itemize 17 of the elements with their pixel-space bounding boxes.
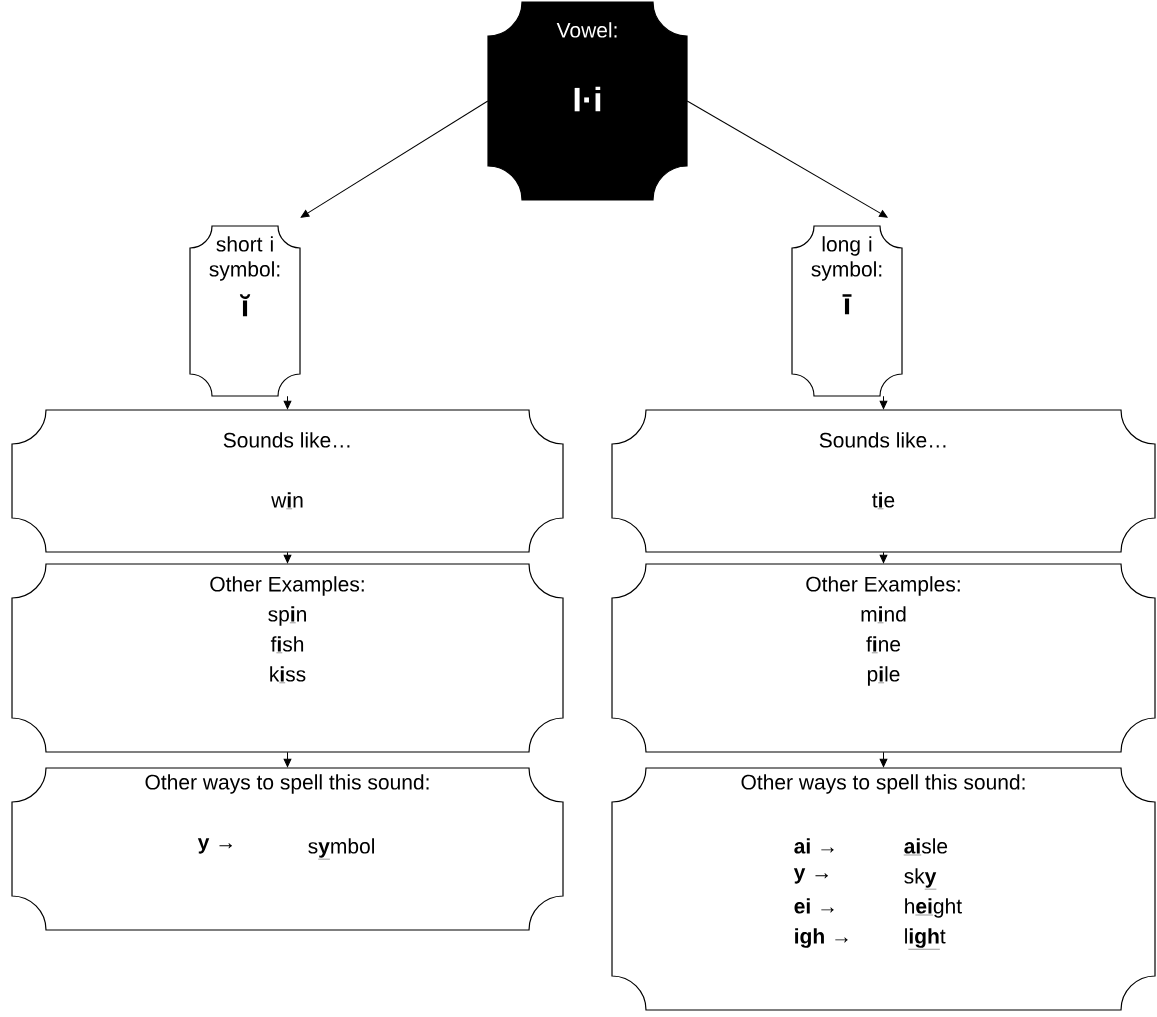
arrow: [686, 100, 888, 218]
examples-box: Other Examples: mind fine pile: [611, 563, 1156, 753]
arrow: [300, 100, 489, 218]
arrow: [879, 751, 888, 768]
arrow: [283, 551, 292, 564]
arrow: [283, 751, 292, 768]
examples-box: Other Examples: spin fish kiss: [11, 563, 564, 753]
spelling-box: Other ways to spell this sound: y → symbol: [11, 767, 564, 931]
title-box: Vowel: I·i: [487, 1, 688, 201]
arrow: [879, 551, 888, 564]
sound-box: Sounds like… win: [11, 409, 564, 553]
symbol-box: short i symbol: ĭ: [189, 225, 301, 397]
symbol-box: long i symbol: ī: [791, 225, 903, 397]
spelling-box: Other ways to spell this sound: ai → aisle y → sky ei → height igh → light: [611, 767, 1156, 1011]
arrow: [283, 395, 292, 410]
arrow: [879, 395, 888, 410]
sound-box: Sounds like… tie: [611, 409, 1156, 553]
